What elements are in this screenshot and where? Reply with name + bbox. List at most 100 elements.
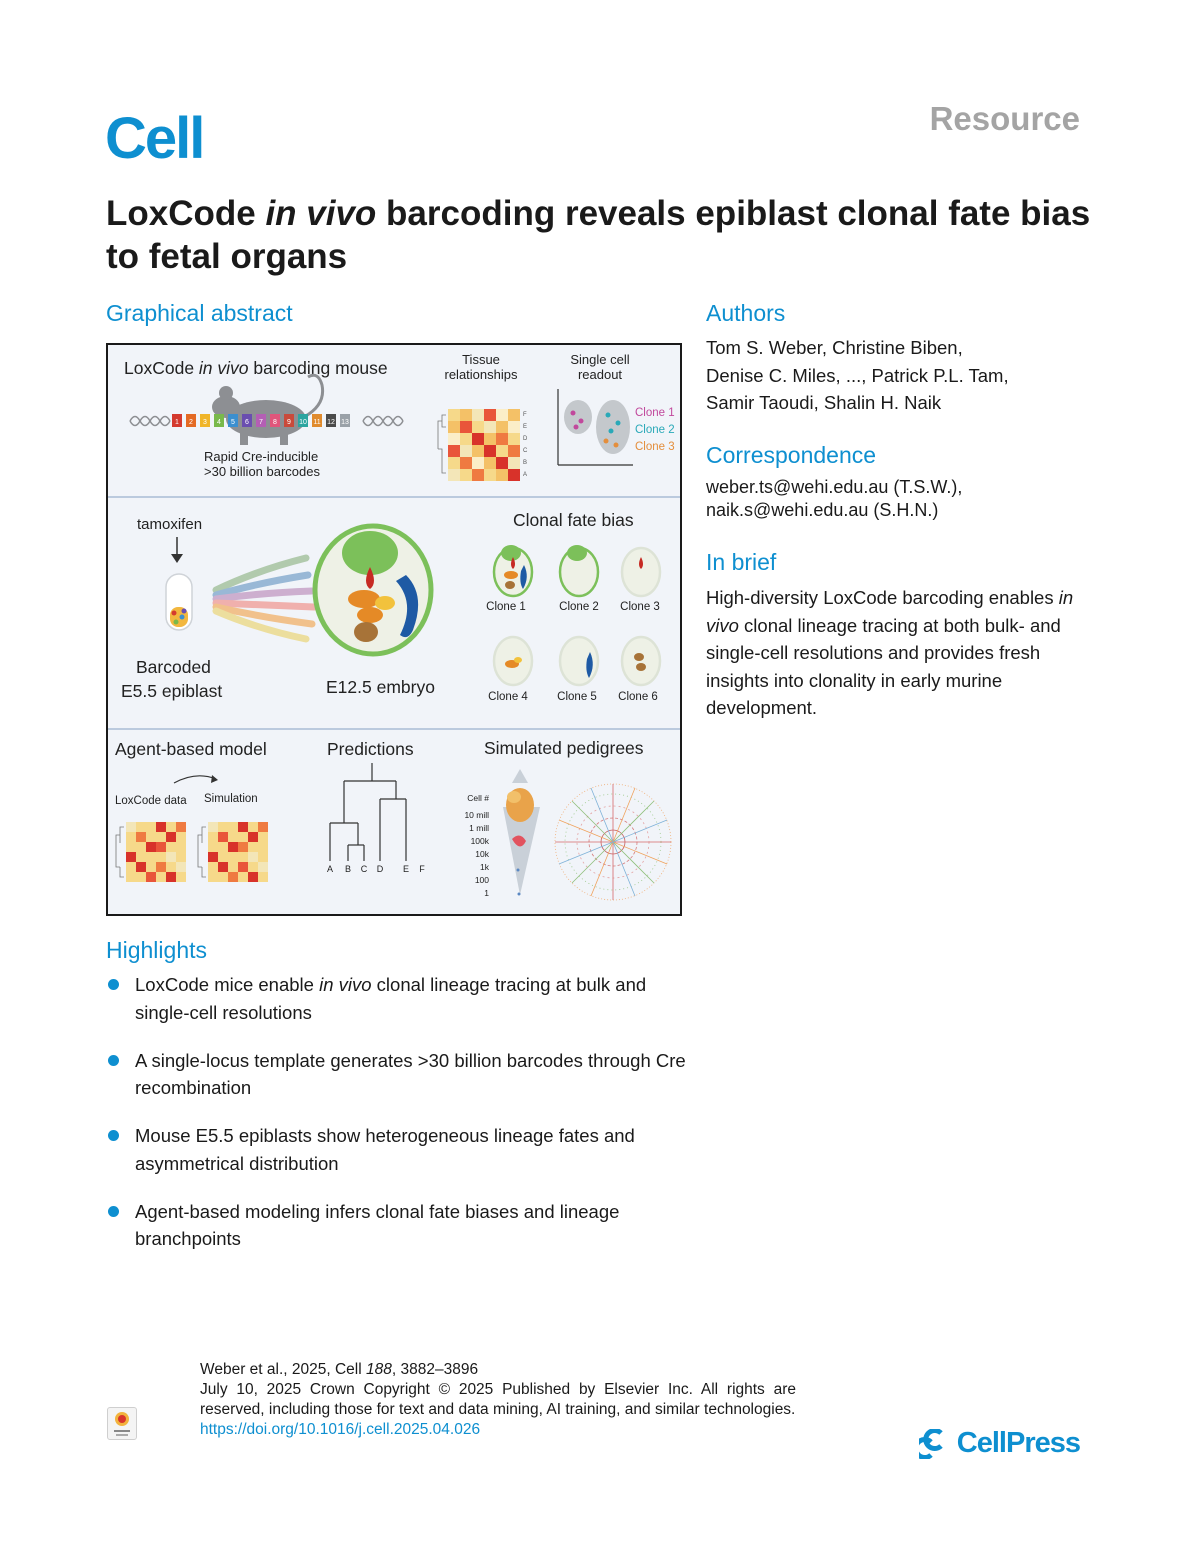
doi-link[interactable]: https://doi.org/10.1016/j.cell.2025.04.0… — [200, 1421, 481, 1438]
clone-embryo-1 — [492, 545, 534, 598]
clone-label-6: Clone 6 — [618, 691, 658, 703]
svg-text:F: F — [523, 412, 527, 418]
svg-text:1: 1 — [175, 419, 179, 426]
title-part2: barcoding reveals epiblast clonal fate b… — [106, 194, 1091, 276]
authors-line: Samir Taoudi, Shalin H. Naik — [706, 392, 942, 413]
authors-line: Tom S. Weber, Christine Biben, — [706, 337, 963, 358]
single-cell-label-line1: Single cell — [570, 352, 629, 367]
predictions-title: Predictions — [327, 739, 414, 759]
barcoded-label-line1: Barcoded — [136, 657, 211, 677]
svg-text:D: D — [523, 436, 528, 442]
tree-leaf-a: A — [327, 864, 333, 874]
highlights-list: LoxCode mice enable in vivo clonal linea… — [106, 971, 686, 1273]
bullet-icon — [108, 979, 119, 990]
clone-label-2: Clone 2 — [559, 601, 599, 613]
clone2-label: Clone 2 — [635, 424, 675, 436]
in-brief-text: High-diversity LoxCode barcoding enables… — [706, 587, 1074, 719]
pedigrees-title: Simulated pedigrees — [484, 738, 644, 758]
embryo-label: E12.5 embryo — [326, 677, 435, 697]
epiblast-icon — [165, 573, 193, 631]
clone-embryo-5 — [558, 635, 600, 687]
svg-text:C: C — [523, 448, 528, 454]
clone-embryo-2 — [558, 545, 600, 598]
clone-label-4: Clone 4 — [488, 691, 528, 703]
cell-count-10k: 10k — [475, 849, 489, 859]
svg-text:11: 11 — [313, 419, 320, 426]
graphical-abstract-heading: Graphical abstract — [106, 300, 293, 326]
loxcode-data-label: LoxCode data — [115, 795, 187, 807]
cellpress-logo: CellPress — [918, 1427, 1081, 1460]
correspondence-heading: Correspondence — [706, 442, 877, 468]
loxcode-heatmap — [115, 822, 186, 882]
tree-leaf-c: C — [361, 864, 368, 874]
tree-leaf-d: D — [377, 864, 384, 874]
tree-leaf-b: B — [345, 864, 351, 874]
growth-cone-illustration — [503, 769, 540, 896]
in-brief-heading: In brief — [706, 549, 777, 575]
svg-text:7: 7 — [259, 419, 263, 426]
copyright-notice: July 10, 2025 Crown Copyright © 2025 Pub… — [200, 1381, 796, 1418]
single-cell-label-line2: readout — [578, 367, 622, 382]
article-title: LoxCode in vivo barcoding reveals epibla… — [106, 192, 1096, 278]
bullet-icon — [108, 1205, 119, 1217]
cell-count-10mill: 10 mill — [464, 810, 489, 820]
authors-line: Denise C. Miles, ..., Patrick P.L. Tam, — [706, 364, 1009, 386]
tree-leaf-e: E — [403, 864, 409, 874]
cell-count-100k: 100k — [471, 836, 490, 846]
svg-text:13: 13 — [341, 419, 349, 426]
highlight-item: LoxCode mice enable in vivo clonal linea… — [106, 971, 686, 1026]
tissue-label-line1: Tissue — [462, 352, 500, 367]
pedigree-radial-tree — [554, 783, 672, 901]
svg-text:10: 10 — [299, 419, 307, 426]
svg-text:3: 3 — [203, 419, 207, 426]
mouse-panel-title: LoxCode in vivo barcoding mouse — [124, 358, 388, 378]
cell-count-100: 100 — [475, 875, 489, 885]
journal-logo: Cell — [105, 106, 205, 171]
highlights-heading: Highlights — [106, 937, 207, 963]
svg-text:2: 2 — [189, 419, 193, 426]
svg-text:8: 8 — [273, 419, 277, 426]
article-type: Resource — [929, 100, 1080, 137]
bullet-icon — [108, 1054, 119, 1066]
clone-embryo-6 — [620, 635, 662, 687]
svg-text:B: B — [523, 460, 527, 466]
cell-count-1k: 1k — [480, 862, 490, 872]
tissue-label-line2: relationships — [445, 367, 518, 382]
clonal-fate-title: Clonal fate bias — [513, 510, 634, 530]
citation-reference: Weber et al., 2025, Cell 188, 3882–3896 — [200, 1361, 479, 1378]
title-italic: in vivo — [265, 194, 377, 233]
down-arrow-icon — [171, 537, 183, 563]
cell-count-title: Cell # — [467, 793, 489, 803]
cellpress-mark-icon — [918, 1428, 943, 1459]
clone-label-3: Clone 3 — [620, 601, 660, 613]
clone-label-1: Clone 1 — [486, 601, 526, 613]
agent-model-title: Agent-based model — [115, 739, 267, 759]
check-for-updates-icon[interactable] — [107, 1407, 137, 1440]
title-part1: LoxCode — [106, 194, 266, 233]
citation-block: Weber et al., 2025, Cell 188, 3882–3896 … — [200, 1360, 796, 1440]
cell-count-1: 1 — [484, 888, 489, 898]
single-cell-scatter — [557, 389, 633, 466]
email-link-weber[interactable]: weber.ts@wehi.edu.au (T.S.W.), — [706, 477, 963, 497]
email-link-naik[interactable]: naik.s@wehi.edu.au (S.H.N.) — [706, 500, 939, 520]
clone1-label: Clone 1 — [635, 407, 675, 419]
embryo-illustration — [312, 523, 434, 657]
clone-embryo-3 — [620, 546, 662, 598]
mouse-icon — [212, 373, 325, 445]
svg-text:9: 9 — [287, 419, 291, 426]
simulation-label: Simulation — [204, 793, 258, 805]
highlight-item: A single-locus template generates >30 bi… — [106, 1047, 686, 1102]
bullet-icon — [108, 1130, 119, 1142]
cre-caption-line1: Rapid Cre-inducible — [204, 449, 318, 464]
cell-count-1mill: 1 mill — [469, 823, 489, 833]
highlight-item: Agent-based modeling infers clonal fate … — [106, 1198, 686, 1253]
svg-text:4: 4 — [217, 419, 221, 426]
tissue-heatmap: F E D C B A — [437, 409, 528, 481]
svg-text:5: 5 — [231, 419, 235, 426]
svg-text:A: A — [523, 472, 527, 478]
highlight-item: Mouse E5.5 epiblasts show heterogeneous … — [106, 1122, 686, 1177]
simulation-heatmap — [197, 822, 268, 882]
tamoxifen-label: tamoxifen — [137, 516, 202, 533]
barcoded-label-line2: E5.5 epiblast — [121, 681, 222, 701]
prediction-tree — [329, 763, 407, 861]
